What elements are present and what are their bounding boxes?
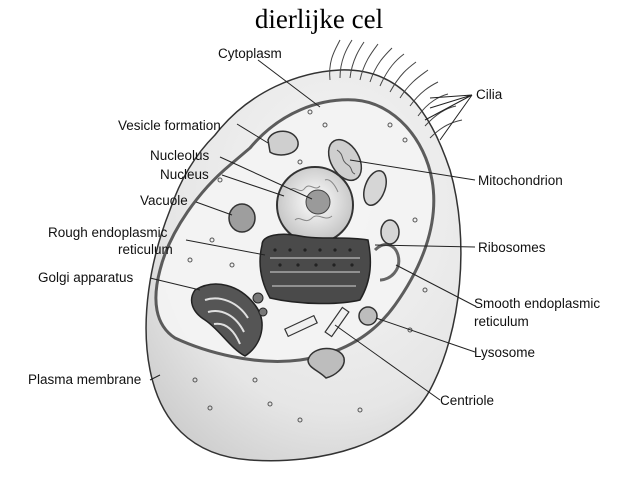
label-nucleus: Nucleus xyxy=(160,167,209,182)
mitochondrion-2 xyxy=(363,169,387,207)
lysosome xyxy=(358,306,378,326)
leader-lines xyxy=(149,59,476,401)
label-vacuole: Vacuole xyxy=(140,193,188,208)
label-nucleolus: Nucleolus xyxy=(150,148,210,163)
label-mitochondrion: Mitochondrion xyxy=(478,173,563,188)
centriole xyxy=(284,306,350,338)
label-smooth-er-line2: reticulum xyxy=(474,314,529,329)
vacuole xyxy=(228,203,256,233)
chromatin xyxy=(289,179,339,222)
label-ribosomes: Ribosomes xyxy=(478,240,546,255)
label-vesicle-formation: Vesicle formation xyxy=(118,118,221,133)
cytoplasm-granules xyxy=(187,109,428,423)
label-smooth-er-line1: Smooth endoplasmic xyxy=(474,296,600,311)
diagram-title: dierlijke cel xyxy=(254,4,384,34)
nucleolus xyxy=(305,189,331,215)
exocytosis-vesicle xyxy=(307,347,345,379)
label-golgi-apparatus: Golgi apparatus xyxy=(38,270,134,285)
label-lysosome: Lysosome xyxy=(474,345,535,360)
mitochondrion-3 xyxy=(380,219,400,245)
label-centriole: Centriole xyxy=(440,393,494,408)
mitochondrion-1 xyxy=(327,138,363,182)
golgi-apparatus xyxy=(190,283,268,357)
label-plasma-membrane: Plasma membrane xyxy=(28,372,141,387)
vesicle-formation xyxy=(267,130,299,156)
label-rough-er-line1: Rough endoplasmic xyxy=(48,225,168,240)
rough-er xyxy=(259,233,372,305)
cilia-group xyxy=(329,39,463,139)
label-cytoplasm: Cytoplasm xyxy=(218,46,282,61)
label-cilia: Cilia xyxy=(476,87,503,102)
label-rough-er-line2: reticulum xyxy=(118,242,173,257)
